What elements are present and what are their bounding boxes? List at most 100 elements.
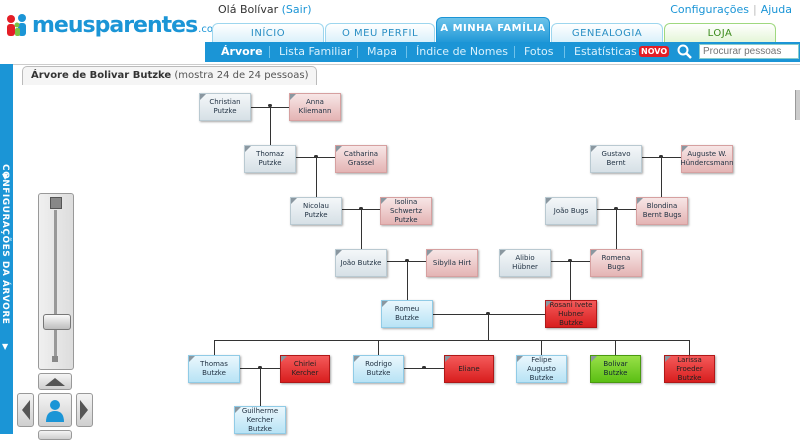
person-card[interactable]: Nicolau Putzke — [290, 197, 342, 225]
zoom-out-icon[interactable] — [52, 356, 58, 362]
pan-up-button[interactable] — [38, 373, 72, 390]
person-card[interactable]: Rodrigo Butzke — [353, 355, 404, 383]
subnav-mapa[interactable]: Mapa — [367, 45, 397, 58]
settings-link[interactable]: Configurações — [670, 3, 749, 16]
tab-minha-familia[interactable]: A MINHA FAMÍLIA — [436, 17, 550, 44]
person-card[interactable]: Christian Putzke — [199, 93, 251, 121]
marriage-dot — [268, 104, 272, 107]
tree-title-tab: Árvore de Bolivar Butzke (mostra 24 de 2… — [22, 66, 318, 85]
tab-meu-perfil[interactable]: O MEU PERFIL — [325, 23, 435, 43]
separator — [269, 46, 270, 58]
person-card[interactable]: Rosani Ivete Hubner Butzke — [545, 300, 597, 328]
tree-count: (mostra 24 de 24 pessoas) — [174, 70, 309, 81]
help-link[interactable]: Ajuda — [760, 3, 792, 16]
person-card[interactable]: Larissa Froeder Butzke — [664, 355, 715, 383]
zoom-slider[interactable] — [38, 193, 74, 370]
arrow-down-icon: ▼ — [2, 172, 9, 181]
person-card[interactable]: Alibio Hübner — [499, 249, 551, 277]
child-line — [270, 107, 271, 157]
person-card[interactable]: Guilherme Kercher Butzke — [234, 406, 286, 434]
person-card[interactable]: Gustavo Bernt — [590, 145, 642, 173]
subnav-bar: Árvore Lista Familiar Mapa Índice de Nom… — [205, 42, 800, 62]
tree-title: Árvore de Bolivar Butzke — [31, 70, 172, 81]
subnav-lista-familiar[interactable]: Lista Familiar — [279, 45, 352, 58]
marriage-dot — [486, 312, 490, 315]
site-logo[interactable]: meusparentes .com.pt — [4, 10, 236, 40]
person-card[interactable]: Catharina Grassel — [335, 145, 387, 173]
person-card[interactable]: Thomaz Putzke — [244, 145, 296, 173]
logo-text: meusparentes — [32, 12, 198, 38]
marriage-dot — [568, 259, 572, 262]
marriage-dot — [314, 155, 318, 158]
center-home-button[interactable] — [38, 393, 72, 427]
child-line — [541, 340, 542, 355]
subnav-arvore[interactable]: Árvore — [221, 45, 263, 58]
marriage-dot — [614, 207, 618, 210]
marriage-dot — [659, 155, 663, 158]
child-line — [570, 261, 571, 300]
child-line — [378, 340, 379, 355]
arrow-up-icon — [45, 378, 65, 386]
family-logo-icon — [4, 12, 30, 38]
person-card[interactable]: Isolina Schwertz Putzke — [380, 197, 432, 225]
pan-down-button[interactable] — [38, 430, 72, 440]
arrow-right-icon — [80, 400, 88, 420]
search-input[interactable] — [699, 44, 799, 59]
child-line — [661, 157, 662, 197]
tab-inicio[interactable]: INÍCIO — [212, 23, 324, 43]
scrollbar[interactable] — [795, 90, 800, 120]
child-line — [214, 340, 215, 355]
person-card[interactable]: Blondina Bernt Bugs — [636, 197, 688, 225]
person-card[interactable]: João Butzke — [335, 249, 387, 277]
person-card[interactable]: Anna Kliemann — [289, 93, 341, 121]
person-card[interactable]: Romeu Butzke — [381, 300, 433, 328]
pan-left-button[interactable] — [17, 393, 34, 427]
person-card[interactable]: Auguste W. Hündercsmann — [680, 145, 734, 173]
subnav-estatisticas[interactable]: Estatísticas — [574, 45, 637, 58]
person-card[interactable]: Felipe Augusto Butzke — [516, 355, 567, 383]
separator — [514, 46, 515, 58]
zoom-handle[interactable] — [43, 314, 71, 330]
marriage-dot — [422, 366, 426, 369]
subnav-indice-nomes[interactable]: Índice de Nomes — [416, 45, 508, 58]
search-icon[interactable] — [677, 44, 693, 64]
marriage-dot — [359, 207, 363, 210]
person-icon — [46, 400, 64, 422]
person-card[interactable]: Chirlei Kercher — [280, 355, 330, 383]
tree-settings-label: CONFIGURAÇÕES DA ÁRVORE — [0, 164, 10, 325]
pan-right-button[interactable] — [76, 393, 93, 427]
tab-genealogia[interactable]: GENEALOGIA — [551, 23, 663, 43]
person-card[interactable]: Bolivar Butzke — [590, 355, 641, 383]
person-card[interactable]: João Bugs — [545, 197, 597, 225]
person-card[interactable]: Romena Bugs — [590, 249, 642, 277]
person-card[interactable]: Eliane — [444, 355, 494, 383]
person-card[interactable]: Thomas Butzke — [188, 355, 240, 383]
siblings-line — [214, 340, 690, 341]
logout-link[interactable]: (Sair) — [281, 3, 312, 16]
new-badge: NOVO — [639, 46, 670, 57]
child-line — [260, 368, 261, 406]
separator — [357, 46, 358, 58]
top-links: Configurações |Ajuda — [670, 3, 792, 16]
separator: | — [753, 3, 757, 16]
separator — [406, 46, 407, 58]
tree-settings-rail[interactable]: ▼ CONFIGURAÇÕES DA ÁRVORE ▼ — [0, 64, 13, 434]
child-line — [689, 340, 690, 355]
tab-loja[interactable]: LOJA — [664, 23, 776, 43]
child-line — [616, 209, 617, 249]
child-line — [488, 314, 489, 340]
greeting-text: Olá Bolívar — [218, 3, 279, 16]
marriage-dot — [405, 259, 409, 262]
subnav-fotos[interactable]: Fotos — [524, 45, 554, 58]
child-line — [316, 157, 317, 209]
child-line — [407, 261, 408, 300]
marriage-dot — [258, 366, 262, 369]
greeting: Olá Bolívar (Sair) — [218, 3, 312, 16]
zoom-track[interactable] — [54, 210, 57, 356]
child-line — [615, 340, 616, 355]
arrow-down-icon: ▼ — [2, 342, 9, 351]
arrow-left-icon — [22, 400, 30, 420]
person-card[interactable]: Sibylla Hirt — [426, 249, 478, 277]
zoom-in-icon[interactable] — [50, 197, 62, 209]
separator — [564, 46, 565, 58]
